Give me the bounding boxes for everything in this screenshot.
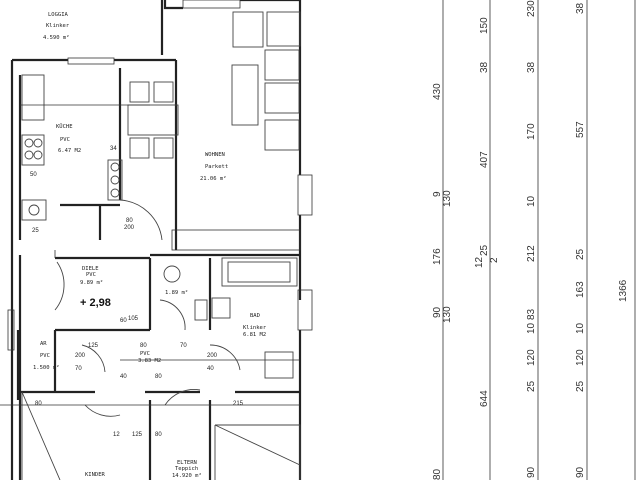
dimension-label: 12: [474, 256, 485, 268]
dimension-label: 70: [180, 343, 187, 349]
kitchen-counter-line: [171, 229, 301, 251]
dimension-label: 60: [120, 318, 127, 324]
dimension-label: 130: [442, 306, 453, 323]
dimension-label: 105: [128, 316, 139, 322]
dimension-label: 1366: [618, 279, 629, 302]
vertical-dimensions: 430 9 130 176 90 130 80 150 38 407 12 25…: [432, 0, 629, 480]
dimension-label: 25: [575, 380, 586, 392]
dimension-label: 38: [575, 2, 586, 14]
dimension-label: 644: [479, 390, 490, 407]
dimension-label: 130: [442, 190, 453, 207]
stove: [21, 134, 45, 166]
bad-name: BAD: [250, 313, 260, 319]
dimension-label: 10: [526, 322, 537, 334]
dimension-label: 170: [526, 123, 537, 140]
dimension-label: 40: [207, 366, 214, 372]
bed-kinder: [21, 391, 61, 480]
wc-area: 1.89 m²: [165, 289, 188, 296]
gang-floor: PVC: [140, 351, 150, 357]
dimension-label: 430: [432, 83, 443, 100]
dimension-label: 125: [88, 343, 99, 349]
eltern-area: 14.920 m²: [172, 472, 202, 479]
kueche-floor: PVC: [60, 137, 70, 143]
plan-dimensions: 34 50 25 80 200 105 125 80 70 200 70 200…: [30, 146, 244, 438]
furniture: [21, 11, 301, 480]
dimension-label: 80: [126, 218, 133, 224]
dimension-label: 12: [113, 432, 120, 438]
dimension-label: 200: [207, 353, 218, 359]
diele-name: DIELE: [82, 266, 99, 272]
dimension-label: 125: [132, 432, 143, 438]
diele-area: 9.89 m²: [80, 279, 103, 286]
loggia-area: 4.590 m²: [43, 34, 70, 41]
wohnen-area: 21.06 m²: [200, 175, 227, 182]
dimension-label: 90: [526, 466, 537, 478]
dimension-label: 176: [432, 248, 443, 265]
loggia-floor: Klinker: [46, 23, 70, 29]
dimension-label: 10: [526, 195, 537, 207]
kinder-name: KINDER: [85, 472, 106, 478]
dimension-label: 10: [575, 322, 586, 334]
ar-floor: PVC: [40, 353, 50, 359]
dimension-label: 80: [35, 401, 42, 407]
walls: [10, 0, 302, 480]
vertical-dimension-lines: [442, 0, 636, 480]
bad-area: 6.81 M2: [243, 332, 266, 338]
bad-floor: Klinker: [243, 325, 267, 331]
gang-area: 3.83 M2: [138, 358, 161, 364]
dimension-label: 9: [432, 191, 443, 197]
dimension-lines: [0, 104, 300, 406]
dimension-label: 163: [575, 281, 586, 298]
dimension-label: 80: [155, 374, 162, 380]
windows: [7, 0, 313, 351]
bed-eltern: [214, 424, 301, 480]
dimension-label: 90: [432, 306, 443, 318]
dimension-label: 25: [526, 380, 537, 392]
dimension-label: 150: [479, 17, 490, 34]
dimension-label: 25: [32, 228, 39, 234]
ar-area: 1.500 m²: [33, 364, 60, 371]
dimension-label: 34: [110, 146, 117, 152]
toilet: [163, 265, 181, 283]
washbasin: [211, 297, 231, 319]
kueche-name: KÜCHE: [56, 123, 73, 130]
doors: [54, 199, 241, 417]
eltern-floor: Teppich: [175, 466, 198, 472]
dimension-label: 80: [155, 432, 162, 438]
ar-name: AR: [40, 341, 47, 347]
eltern-name: ELTERN: [177, 460, 197, 466]
dimension-label: 200: [124, 225, 135, 231]
dimension-label: 200: [75, 353, 86, 359]
dimension-label: 215: [233, 401, 244, 407]
dimension-label: 25: [479, 244, 490, 256]
dimension-label: 40: [120, 374, 127, 380]
diele-floor: PVC: [86, 272, 96, 278]
dimension-label: 80: [432, 468, 443, 480]
loggia-name: LOGGIA: [48, 12, 69, 18]
dimension-label: 407: [479, 151, 490, 168]
dimension-label: 50: [30, 172, 37, 178]
dimension-label: 83: [526, 308, 537, 320]
dimension-label: 80: [140, 343, 147, 349]
sink: [21, 74, 45, 121]
dimension-label: 90: [575, 466, 586, 478]
dimension-label: 38: [526, 61, 537, 73]
bathtub: [221, 257, 298, 287]
dimension-label: 212: [526, 245, 537, 262]
dimension-label: 38: [479, 61, 490, 73]
dimension-label: 230: [526, 0, 537, 17]
dimension-label: 120: [575, 349, 586, 366]
dimension-label: 120: [526, 349, 537, 366]
level-marker: + 2,98: [80, 297, 111, 309]
oven: [107, 159, 123, 201]
dimension-label: 25: [575, 248, 586, 260]
dimension-label: 2: [489, 257, 500, 263]
wohnen-name: WOHNEN: [205, 152, 225, 158]
kueche-area: 6.47 M2: [58, 148, 81, 154]
dimension-label: 70: [75, 366, 82, 372]
dimension-label: 557: [575, 121, 586, 138]
wohnen-floor: Parkett: [205, 164, 228, 170]
